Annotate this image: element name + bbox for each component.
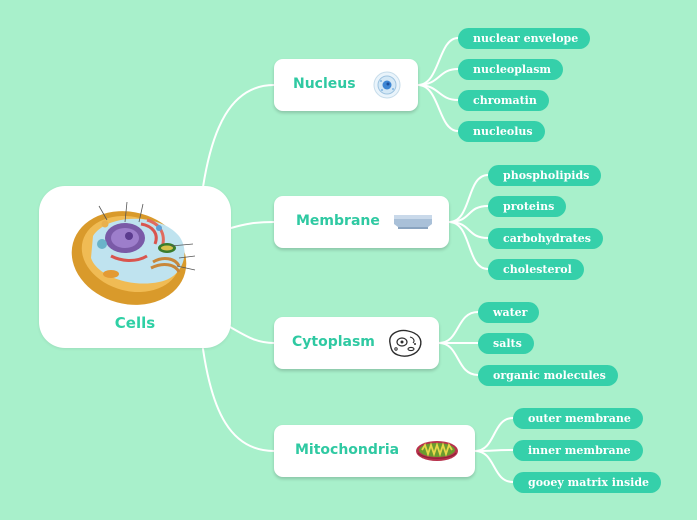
leaf-water[interactable]: water [478,302,540,323]
mitochondria-icon [416,441,458,461]
branch-membrane[interactable]: Membrane [274,196,449,248]
leaf-proteins[interactable]: proteins [488,196,567,217]
branch-label-membrane: Membrane [296,213,380,229]
leaf-cholesterol[interactable]: cholesterol [488,259,584,280]
leaf-phospholipids[interactable]: phospholipids [488,165,602,186]
nucleus-icon [373,71,401,99]
leaf-salts[interactable]: salts [478,333,534,354]
cytoplasm-icon [389,329,422,357]
leaf-nucleoplasm[interactable]: nucleoplasm [458,59,564,80]
leaf-organic-molecules[interactable]: organic molecules [478,365,618,386]
animal-cell-illustration [71,201,196,305]
leaf-inner-membrane[interactable]: inner membrane [513,440,643,461]
branch-nucleus[interactable]: Nucleus [274,59,418,111]
central-topic-label: Cells [114,314,156,332]
leaf-nucleolus[interactable]: nucleolus [458,121,545,142]
leaf-chromatin[interactable]: chromatin [458,90,549,111]
leaf-gooey-matrix-inside[interactable]: gooey matrix inside [513,472,662,493]
branch-label-mitochondria: Mitochondria [295,442,400,458]
central-topic-cells[interactable]: Cells [39,186,231,348]
branch-cytoplasm[interactable]: Cytoplasm [274,317,439,369]
branch-mitochondria[interactable]: Mitochondria [274,425,475,477]
leaf-nuclear-envelope[interactable]: nuclear envelope [458,28,591,49]
membrane-icon [394,215,432,229]
branch-label-cytoplasm: Cytoplasm [292,334,375,350]
leaf-outer-membrane[interactable]: outer membrane [513,408,643,429]
branch-label-nucleus: Nucleus [293,76,356,92]
leaf-carbohydrates[interactable]: carbohydrates [488,228,603,249]
